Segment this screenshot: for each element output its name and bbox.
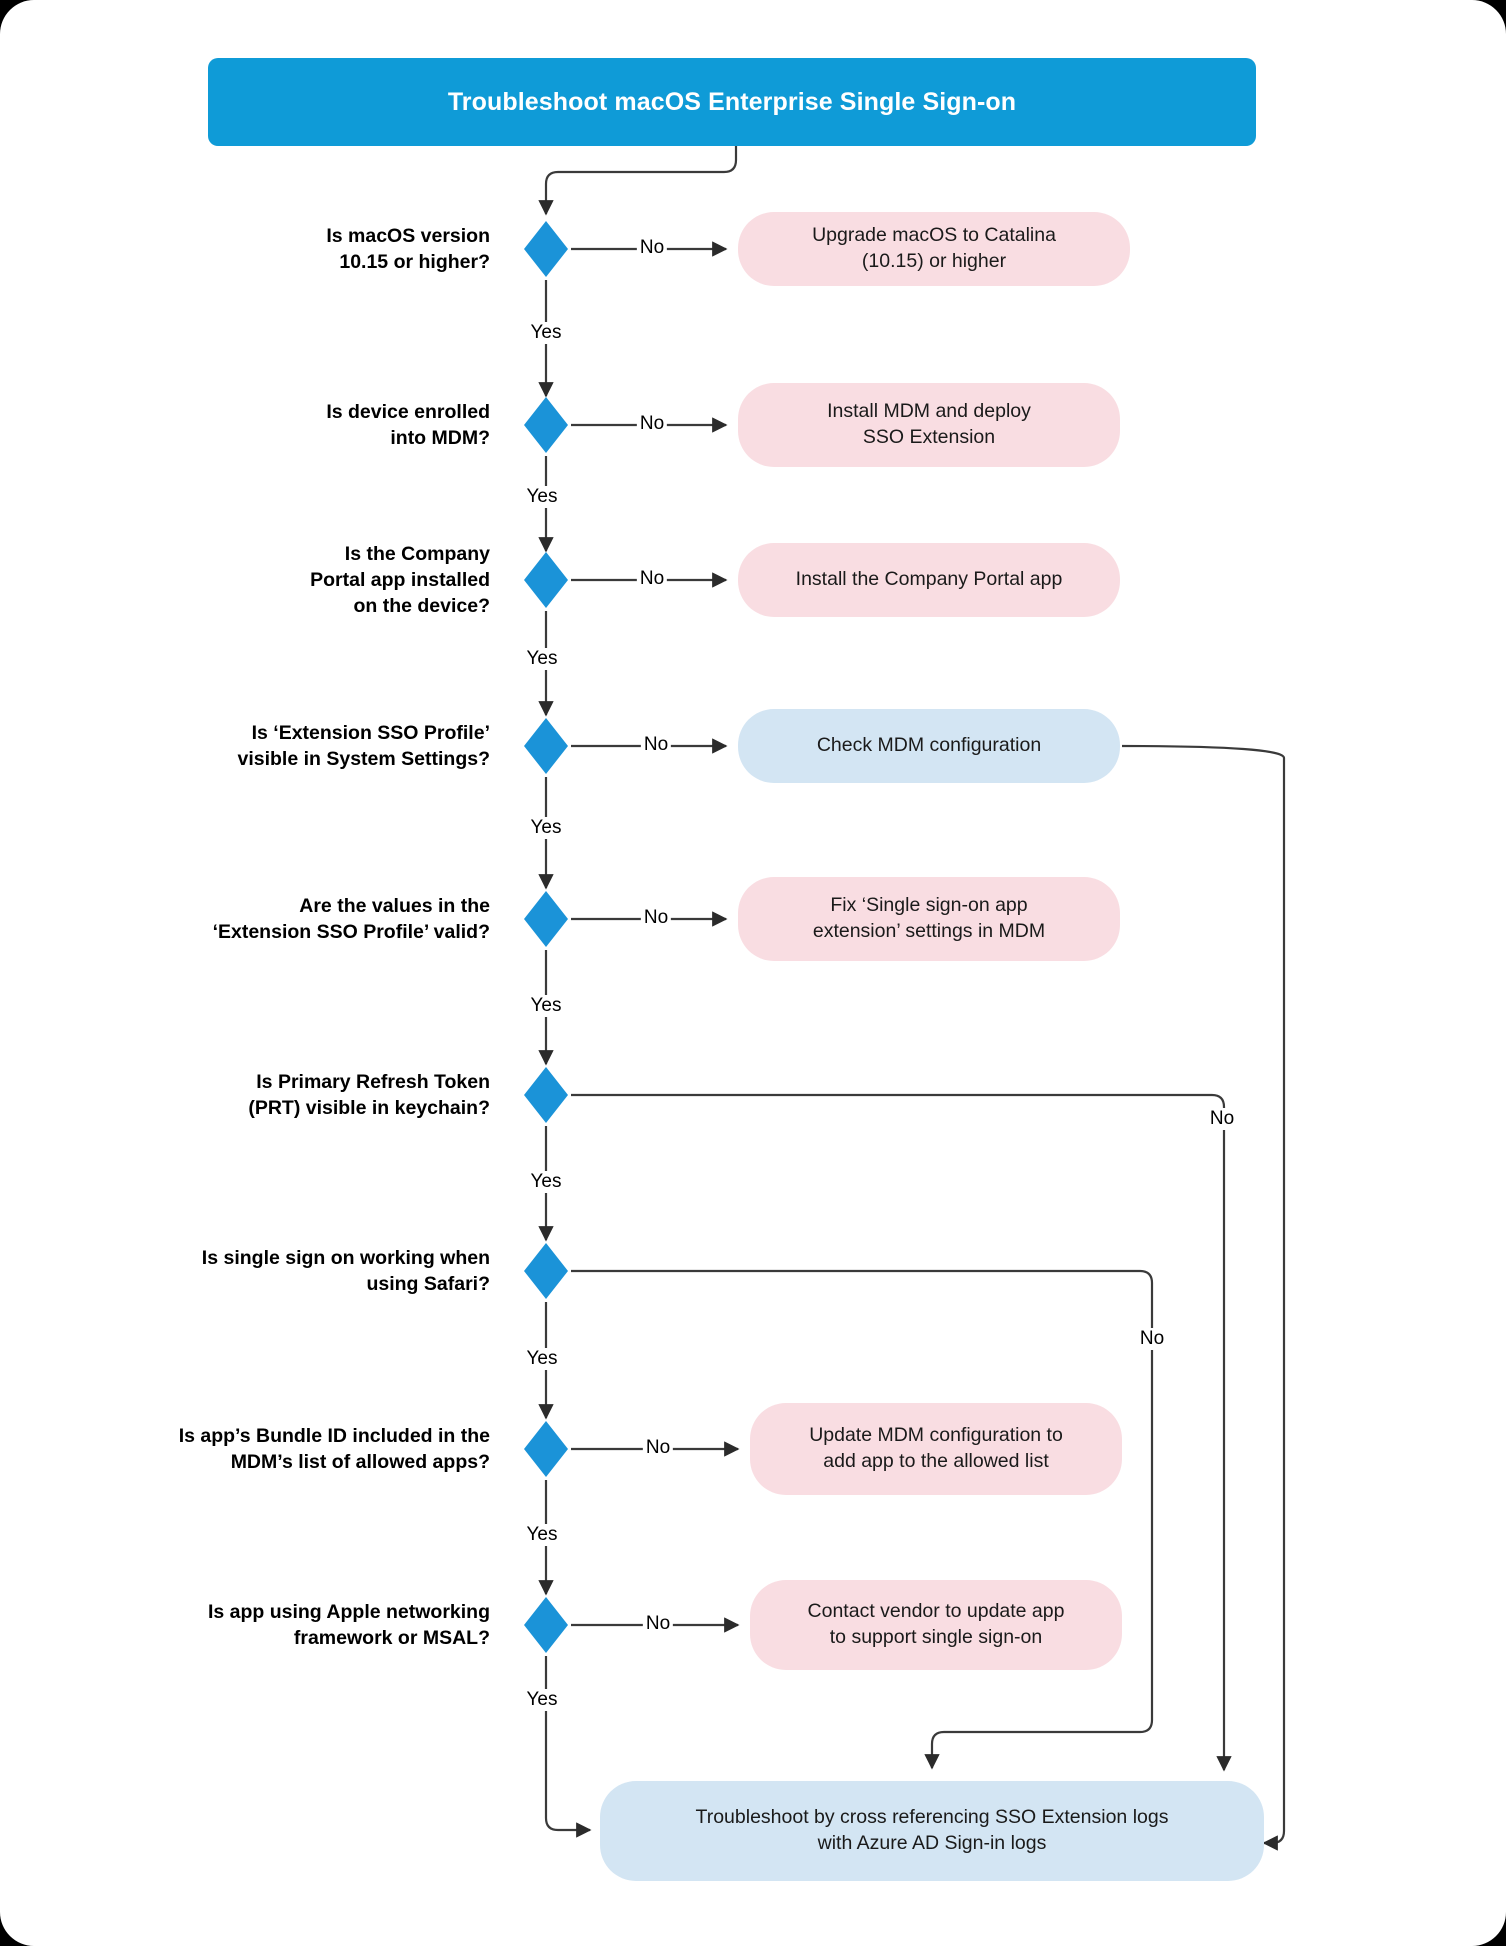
- q-line: ‘Extension SSO Profile’ valid?: [212, 921, 490, 943]
- flowchart-title-banner: Troubleshoot macOS Enterprise Single Sig…: [208, 58, 1256, 146]
- q-line: Is app using Apple networking: [207, 1600, 490, 1623]
- q-line: Is app’s Bundle ID included in the: [178, 1424, 490, 1447]
- edge-label-d5-no: No: [640, 907, 672, 929]
- edge-label-d1-yes: Yes: [527, 322, 565, 344]
- decision-sso-profile-values-valid[interactable]: [524, 891, 568, 947]
- action-line: Install the Company Portal app: [795, 568, 1063, 591]
- q-line: Are the values in the: [299, 894, 490, 917]
- decision-label-apple-networking-msal: Is app using Apple networking framework …: [208, 1599, 490, 1651]
- edge-label-d1-no: No: [636, 237, 668, 259]
- decision-macos-version[interactable]: [524, 221, 568, 277]
- edge-label-d3-yes: Yes: [523, 648, 561, 670]
- action-line: to support single sign-on: [829, 1626, 1043, 1648]
- action-fix-sso-app-extension-settings[interactable]: Fix ‘Single sign-on app extension’ setti…: [738, 877, 1120, 961]
- edge-label-d9-yes: Yes: [523, 1689, 561, 1711]
- decision-label-company-portal: Is the Company Portal app installed on t…: [310, 541, 490, 619]
- edge-label-d4-yes: Yes: [527, 817, 565, 839]
- q-line: Is macOS version: [326, 224, 490, 247]
- edge-title-to-d1: [538, 146, 738, 216]
- action-upgrade-macos[interactable]: Upgrade macOS to Catalina (10.15) or hig…: [738, 212, 1130, 286]
- action-line: Install MDM and deploy: [827, 400, 1031, 423]
- decision-label-macos-version: Is macOS version 10.15 or higher?: [326, 223, 490, 275]
- q-line: (PRT) visible in keychain?: [248, 1097, 490, 1119]
- decision-sso-safari[interactable]: [524, 1243, 568, 1299]
- action-line: Upgrade macOS to Catalina: [812, 224, 1056, 247]
- q-line: 10.15 or higher?: [339, 251, 490, 273]
- action-update-mdm-allowed-list[interactable]: Update MDM configuration to add app to t…: [750, 1403, 1122, 1495]
- edge-label-d7-yes: Yes: [523, 1348, 561, 1370]
- action-line: with Azure AD Sign-in logs: [817, 1832, 1047, 1854]
- decision-label-prt-visible: Is Primary Refresh Token (PRT) visible i…: [248, 1069, 490, 1121]
- q-line: using Safari?: [366, 1273, 490, 1295]
- edge-d7-no: [571, 1269, 1154, 1770]
- page-title: Troubleshoot macOS Enterprise Single Sig…: [447, 87, 1017, 116]
- q-line: Is Primary Refresh Token: [256, 1070, 490, 1093]
- q-line: Portal app installed: [310, 568, 490, 591]
- decision-company-portal[interactable]: [524, 552, 568, 608]
- decision-label-sso-profile-values-valid: Are the values in the ‘Extension SSO Pro…: [213, 893, 490, 945]
- edge-label-d8-no: No: [642, 1437, 674, 1459]
- decision-apple-networking-msal[interactable]: [524, 1597, 568, 1653]
- action-contact-vendor[interactable]: Contact vendor to update app to support …: [750, 1580, 1122, 1670]
- action-install-company-portal[interactable]: Install the Company Portal app: [738, 543, 1120, 617]
- decision-label-extension-sso-profile-visible: Is ‘Extension SSO Profile’ visible in Sy…: [238, 720, 491, 772]
- q-line: Is the Company: [344, 542, 490, 565]
- decision-label-bundle-id-allowed: Is app’s Bundle ID included in the MDM’s…: [179, 1423, 490, 1475]
- q-line: visible in System Settings?: [237, 748, 491, 770]
- edge-label-d4-no: No: [640, 734, 672, 756]
- edge-label-d9-no: No: [642, 1613, 674, 1635]
- action-check-mdm-configuration[interactable]: Check MDM configuration: [738, 709, 1120, 783]
- edge-label-d6-no: No: [1206, 1108, 1238, 1130]
- edge-label-d5-yes: Yes: [527, 995, 565, 1017]
- action-line: extension’ settings in MDM: [812, 920, 1046, 942]
- edge-label-d6-yes: Yes: [527, 1171, 565, 1193]
- action-line: Update MDM configuration to: [809, 1424, 1063, 1447]
- edge-label-d7-no: No: [1136, 1328, 1168, 1350]
- decision-prt-visible[interactable]: [524, 1067, 568, 1123]
- action-install-mdm-deploy-sso[interactable]: Install MDM and deploy SSO Extension: [738, 383, 1120, 467]
- edge-d9-yes: [544, 1656, 592, 1838]
- action-line: (10.15) or higher: [861, 250, 1007, 272]
- q-line: on the device?: [353, 595, 490, 618]
- decision-bundle-id-allowed[interactable]: [524, 1421, 568, 1477]
- decision-label-mdm-enrolled: Is device enrolled into MDM?: [326, 399, 490, 451]
- q-line: Is single sign on working when: [201, 1246, 490, 1269]
- action-line: Troubleshoot by cross referencing SSO Ex…: [695, 1806, 1169, 1829]
- q-line: Is device enrolled: [326, 400, 490, 423]
- action-line: Fix ‘Single sign-on app: [830, 894, 1028, 917]
- edge-label-d2-no: No: [636, 413, 668, 435]
- edge-label-d3-no: No: [636, 568, 668, 590]
- action-line: SSO Extension: [862, 426, 996, 448]
- decision-mdm-enrolled[interactable]: [524, 397, 568, 453]
- q-line: Is ‘Extension SSO Profile’: [251, 721, 490, 744]
- edge-a4-to-a8: [1121, 744, 1286, 1851]
- action-line: add app to the allowed list: [823, 1450, 1049, 1472]
- q-line: MDM’s list of allowed apps?: [230, 1451, 490, 1473]
- edge-label-d2-yes: Yes: [523, 486, 561, 508]
- action-line: Check MDM configuration: [816, 734, 1042, 757]
- action-troubleshoot-cross-reference-logs[interactable]: Troubleshoot by cross referencing SSO Ex…: [600, 1781, 1264, 1881]
- decision-label-sso-safari: Is single sign on working when using Saf…: [202, 1245, 490, 1297]
- action-line: Contact vendor to update app: [807, 1600, 1065, 1623]
- q-line: into MDM?: [390, 427, 490, 449]
- decision-extension-sso-profile-visible[interactable]: [524, 718, 568, 774]
- q-line: framework or MSAL?: [293, 1627, 490, 1649]
- edge-label-d8-yes: Yes: [523, 1524, 561, 1546]
